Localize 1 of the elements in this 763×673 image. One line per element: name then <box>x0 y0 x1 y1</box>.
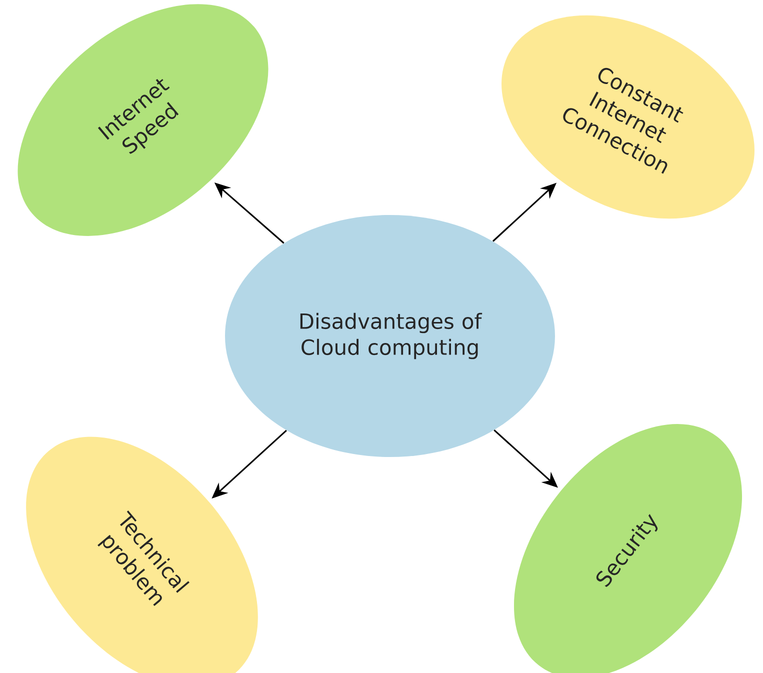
ellipse-node: Disadvantages of Cloud computing <box>225 215 555 457</box>
